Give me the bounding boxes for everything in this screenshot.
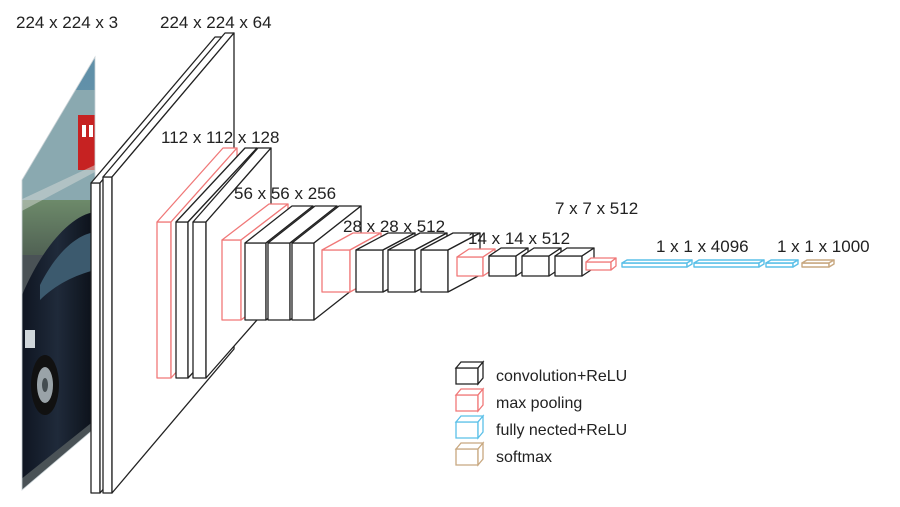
legend-label-softmax: softmax	[496, 449, 552, 466]
softmax-block	[801, 259, 835, 268]
legend-item-conv: convolution+ReLU	[454, 360, 627, 386]
cube-icon-softmax	[454, 441, 485, 467]
label-input-dim: 224 x 224 x 3	[16, 13, 118, 32]
label-conv2-dim: 112 x 112 x 128	[161, 128, 279, 147]
legend-item-fc: fully nected+ReLU	[454, 414, 627, 440]
label-conv5-dim: 14 x 14 x 512	[468, 229, 570, 248]
legend: convolution+ReLU max pooling fully necte…	[454, 360, 627, 467]
label-conv3-dim: 56 x 56 x 256	[234, 184, 336, 203]
label-softmax-dim: 1 x 1 x 1000	[777, 237, 870, 256]
legend-label-pool: max pooling	[496, 395, 582, 412]
dimension-labels: 224 x 224 x 3 224 x 224 x 64 112 x 112 x…	[16, 13, 870, 256]
cube-icon-conv	[454, 360, 485, 386]
label-fc-dim: 1 x 1 x 4096	[656, 237, 749, 256]
label-pool5-dim: 7 x 7 x 512	[555, 199, 638, 218]
cube-icon-fc	[454, 414, 485, 440]
layer-blocks	[90, 32, 835, 494]
cube-icon-pool	[454, 387, 485, 413]
pool5-block	[585, 257, 617, 271]
label-conv4-dim: 28 x 28 x 512	[343, 217, 445, 236]
fc8-block	[765, 259, 799, 268]
fc7-block	[693, 259, 765, 268]
input-image	[21, 55, 96, 491]
legend-label-fc: fully nected+ReLU	[496, 422, 627, 439]
legend-label-conv: convolution+ReLU	[496, 368, 627, 385]
label-conv1-dim: 224 x 224 x 64	[160, 13, 272, 32]
legend-item-pool: max pooling	[454, 387, 582, 413]
fc6-block	[621, 259, 693, 268]
legend-item-softmax: softmax	[454, 441, 552, 467]
